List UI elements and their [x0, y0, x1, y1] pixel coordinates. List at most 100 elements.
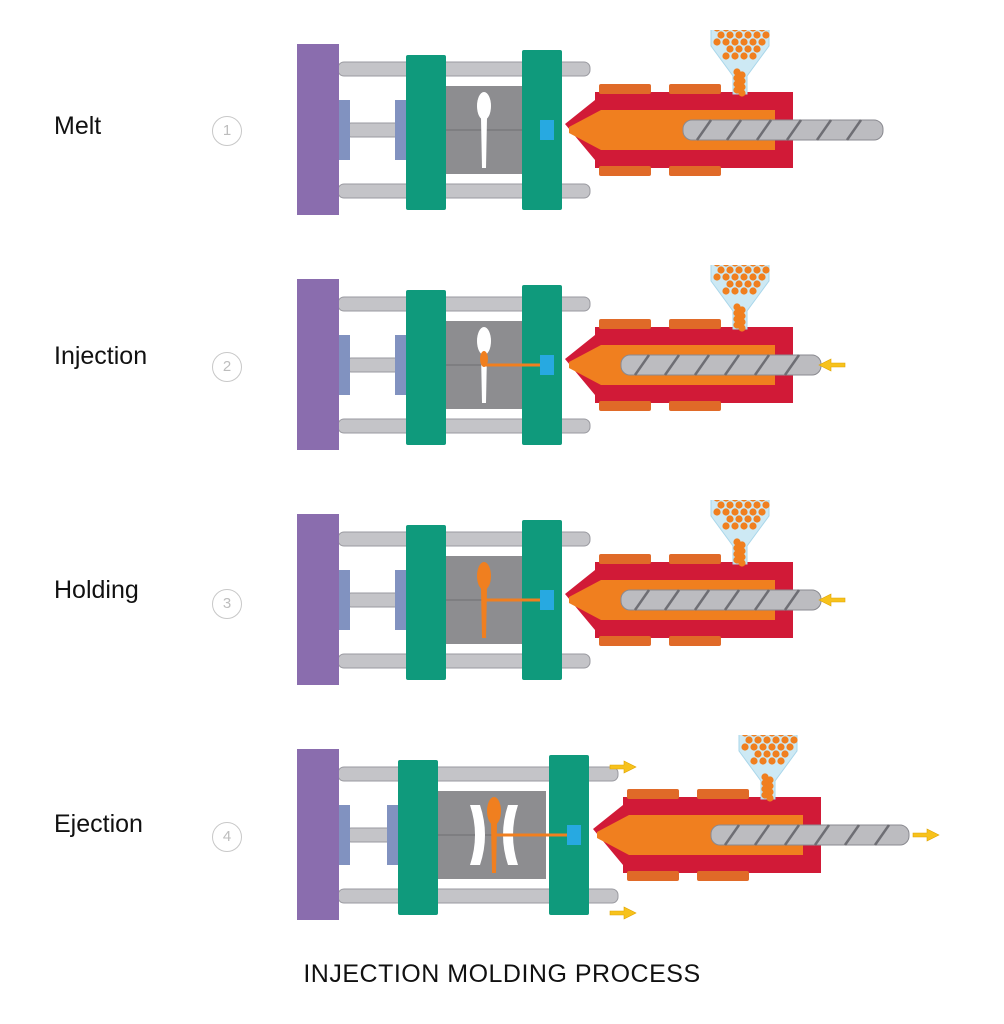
- pellet: [731, 287, 739, 295]
- pellet: [744, 266, 752, 274]
- pellet: [731, 38, 739, 46]
- heater-band: [697, 789, 749, 799]
- screw-arrow-left: [818, 358, 846, 372]
- cylinder-pad-left: [336, 570, 350, 630]
- pellet: [726, 45, 734, 53]
- pellet: [738, 559, 746, 567]
- pellet: [740, 522, 748, 530]
- pellet: [722, 522, 730, 530]
- pellet: [740, 508, 748, 516]
- screw-flight: [633, 589, 651, 611]
- platen-arrow-top: [609, 760, 637, 774]
- pellet: [741, 30, 747, 32]
- cylinder-pad-left: [336, 805, 350, 865]
- screw-flight: [693, 354, 711, 376]
- heater-band: [669, 401, 721, 411]
- platen-arrow-bottom: [609, 906, 637, 920]
- hopper: [710, 265, 770, 330]
- heater-band: [697, 871, 749, 881]
- screw-flight: [843, 824, 861, 846]
- pellet: [722, 508, 730, 516]
- pellet: [726, 266, 734, 274]
- pellet: [744, 31, 752, 39]
- screw-flight: [783, 354, 801, 376]
- pellet: [732, 265, 738, 267]
- pellet: [781, 736, 789, 744]
- heater-band: [669, 84, 721, 94]
- screw-flight: [663, 354, 681, 376]
- pellet: [744, 280, 752, 288]
- pellet: [777, 757, 785, 765]
- molded-part-head: [477, 327, 491, 355]
- pellet: [753, 31, 761, 39]
- pellet: [741, 265, 747, 267]
- pellet: [744, 501, 752, 509]
- pellet: [723, 265, 729, 267]
- pellet: [717, 31, 725, 39]
- step-label: Ejection: [54, 810, 143, 838]
- heater-band: [599, 401, 651, 411]
- machine-diagram-ejection: [297, 735, 940, 920]
- pellet: [750, 757, 758, 765]
- heater-band: [599, 319, 651, 329]
- pellet: [759, 500, 765, 502]
- machine-diagram-injection: [297, 265, 846, 450]
- pellet: [790, 736, 798, 744]
- screw-flight: [725, 119, 743, 141]
- arrow-shape: [609, 760, 637, 774]
- step-label: Injection: [54, 342, 148, 370]
- pellet: [759, 757, 767, 765]
- pellet: [738, 89, 746, 97]
- pellet: [726, 280, 734, 288]
- pellet: [787, 735, 793, 737]
- pellet: [744, 45, 752, 53]
- molded-part-head: [477, 562, 491, 590]
- pellet: [740, 287, 748, 295]
- heater-band: [599, 636, 651, 646]
- sprue-bushing: [540, 590, 554, 610]
- pellet: [713, 508, 721, 516]
- pellet: [769, 735, 775, 737]
- cavity-left: [470, 805, 485, 865]
- pellet: [714, 265, 720, 267]
- heater-band: [599, 166, 651, 176]
- pellet: [735, 280, 743, 288]
- fixed-platen: [297, 44, 339, 215]
- fixed-platen: [297, 749, 339, 920]
- diagram-caption: INJECTION MOLDING PROCESS: [303, 960, 701, 988]
- cylinder-pad-left: [336, 335, 350, 395]
- heater-band: [669, 636, 721, 646]
- pellet: [759, 743, 767, 751]
- sprue-bushing: [540, 120, 554, 140]
- pellet: [778, 735, 784, 737]
- pellet: [763, 750, 771, 758]
- screw-flight: [815, 119, 833, 141]
- step-number: 1: [212, 116, 242, 146]
- pellet: [740, 52, 748, 60]
- moving-platen: [406, 525, 446, 680]
- pellet: [753, 45, 761, 53]
- screw-shaft: [710, 824, 910, 846]
- machine-diagram-holding: [297, 500, 846, 685]
- pellet: [713, 38, 721, 46]
- step-number: 4: [212, 822, 242, 852]
- pellet: [772, 736, 780, 744]
- arrow-shape: [818, 358, 846, 372]
- pellet: [735, 501, 743, 509]
- pellet: [766, 794, 774, 802]
- screw-flight: [723, 589, 741, 611]
- screw-flight: [633, 354, 651, 376]
- pellet: [758, 508, 766, 516]
- pellet: [759, 30, 765, 32]
- pellet: [749, 522, 757, 530]
- pellet: [735, 31, 743, 39]
- screw-flight: [693, 589, 711, 611]
- pellet: [717, 501, 725, 509]
- step-number: 3: [212, 589, 242, 619]
- hopper: [738, 735, 798, 800]
- pellet: [731, 522, 739, 530]
- hopper: [710, 500, 770, 565]
- fixed-platen: [297, 514, 339, 685]
- pellet: [749, 508, 757, 516]
- pellet: [731, 273, 739, 281]
